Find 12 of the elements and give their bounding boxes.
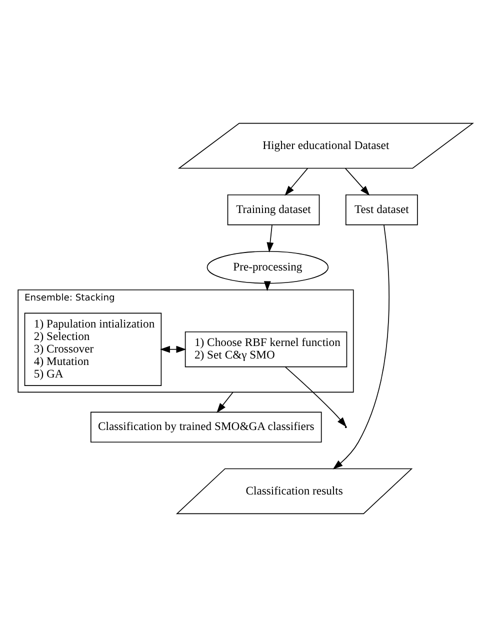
arrow <box>216 392 234 413</box>
node-box: 1) Choose RBF kernel function 2) Set C&γ SMO <box>184 331 348 368</box>
node-box: Test dataset <box>345 194 418 226</box>
arrow <box>345 168 370 196</box>
arrow <box>284 366 347 428</box>
arrow <box>332 224 390 470</box>
node-box: Classification by trained SMO&GA classifiers <box>90 412 322 443</box>
arrow <box>160 346 186 353</box>
arrow <box>284 168 308 196</box>
node-box: Training dataset <box>227 194 320 226</box>
arrow <box>266 224 274 252</box>
node-box: 1) Papulation intialization 2) Selection 3) Crossover 4) Mutation 5) GA <box>24 312 162 386</box>
